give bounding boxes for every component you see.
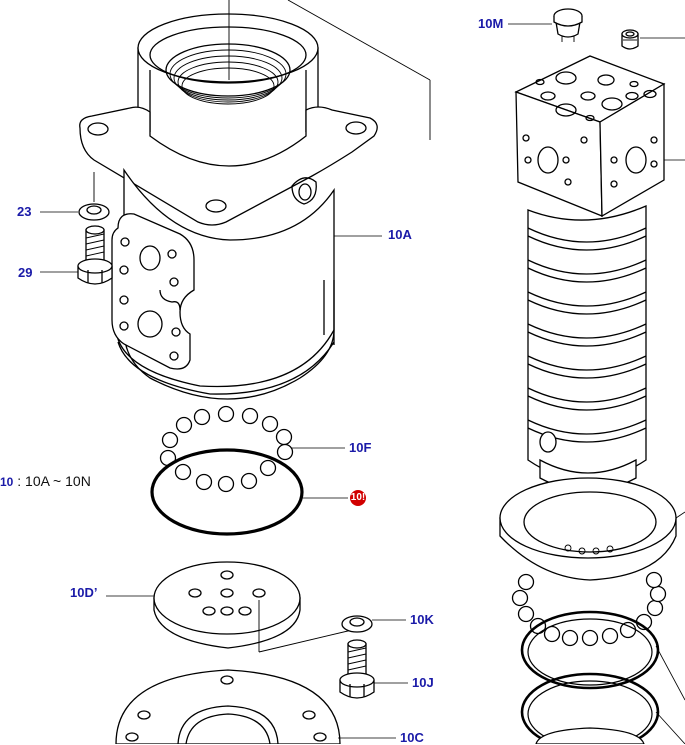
note-ref: 10 <box>0 475 14 489</box>
label-10g-marker[interactable]: 10! <box>350 490 366 506</box>
plate-10d <box>106 561 353 653</box>
washer-23 <box>40 172 110 221</box>
rotor-head <box>514 55 685 218</box>
assembly-range-note: 10 : 10A ~ 10N <box>0 473 91 490</box>
ball-ring-10f <box>159 405 345 493</box>
set-screw <box>621 29 685 50</box>
label-29[interactable]: 29 <box>18 265 33 280</box>
label-23[interactable]: 23 <box>17 204 32 219</box>
label-10f[interactable]: 10F <box>349 440 372 455</box>
lower-o-rings <box>520 610 685 744</box>
bolt-29 <box>40 225 113 285</box>
label-10d[interactable]: 10D’ <box>70 585 98 600</box>
bolt-10j <box>339 639 408 699</box>
label-10m[interactable]: 10M <box>478 16 504 31</box>
label-10k[interactable]: 10K <box>410 612 434 627</box>
washer-10k <box>341 615 406 633</box>
rotor-spindle <box>527 205 647 492</box>
housing-10a <box>79 0 431 400</box>
label-10a[interactable]: 10A <box>388 227 412 242</box>
o-ring-10g <box>150 448 348 536</box>
label-10c[interactable]: 10C <box>400 730 424 745</box>
lower-ball-ring <box>511 571 667 647</box>
cover-10c <box>115 669 396 744</box>
note-range: : 10A ~ 10N <box>17 473 91 489</box>
label-10j[interactable]: 10J <box>412 675 434 690</box>
thrust-washer <box>499 477 685 581</box>
plug-10m <box>508 8 583 42</box>
